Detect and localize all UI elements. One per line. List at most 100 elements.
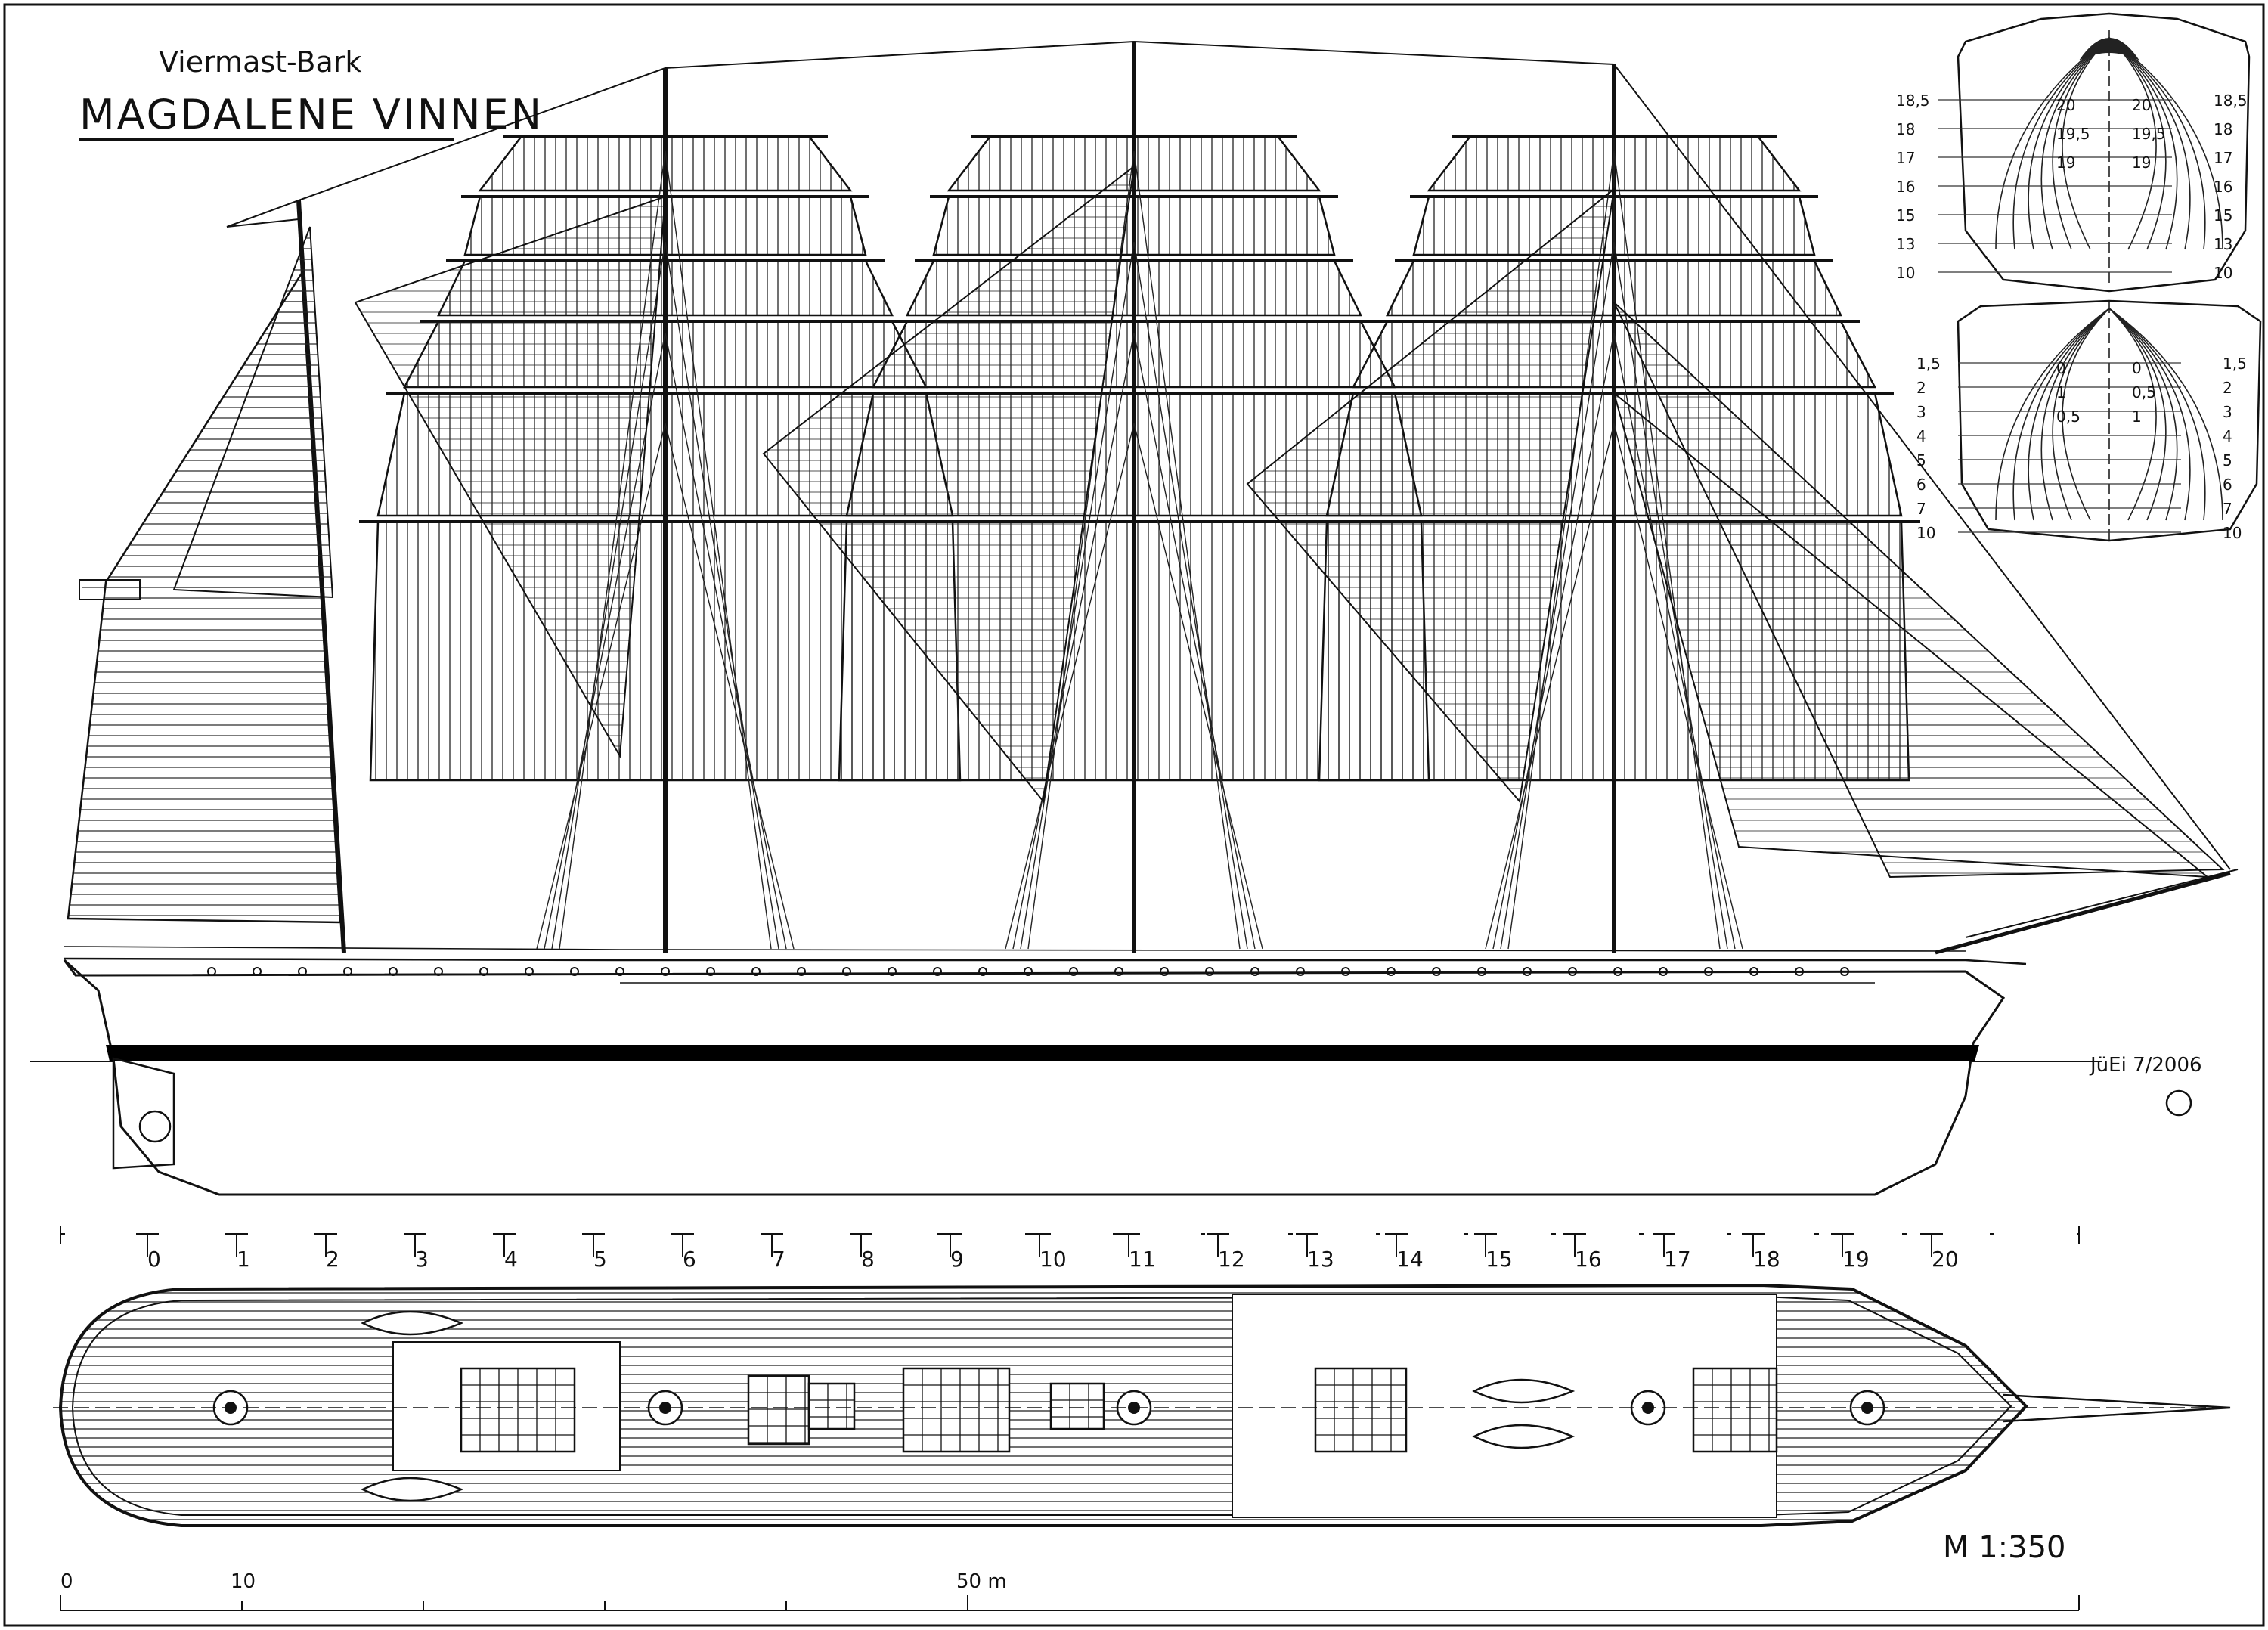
cargo-hatch: [1314, 1367, 1408, 1453]
body-plan-label: 18: [2214, 120, 2232, 138]
body-plan-label: 18,5: [1896, 91, 1930, 110]
frame-station-label: 15: [1486, 1247, 1513, 1272]
cargo-hatch: [747, 1374, 810, 1446]
porthole: [1250, 967, 1259, 976]
frame-station-label: 18: [1753, 1247, 1780, 1272]
drawing-border: [3, 3, 2265, 1627]
body-plan-label: 16: [1896, 178, 1915, 196]
frame-station-label: 3: [415, 1247, 429, 1272]
mast-step: [659, 1402, 671, 1414]
porthole: [1160, 967, 1169, 976]
body-plan-label: 13: [2214, 235, 2232, 253]
porthole: [888, 967, 897, 976]
porthole: [1477, 967, 1486, 976]
staysail: [1246, 187, 1616, 804]
square-sail: [947, 135, 1321, 192]
porthole: [479, 967, 488, 976]
body-plan-label: 6: [2223, 476, 2232, 494]
deck-plan: [53, 1283, 2231, 1527]
scale-note: M 1:350: [1943, 1530, 2066, 1565]
cargo-hatch: [1692, 1367, 1778, 1453]
square-sail: [1386, 259, 1842, 317]
porthole: [1432, 967, 1441, 976]
body-plan-label: 15: [1896, 206, 1915, 225]
lifeboat: [361, 1310, 464, 1336]
body-plan-center-label: 0: [2056, 359, 2066, 377]
body-plan-center-label: 19,5: [2132, 125, 2166, 143]
body-plan-label: 6: [1916, 476, 1926, 494]
cargo-hatch: [807, 1382, 856, 1430]
body-plan-center-label: 19: [2132, 153, 2151, 172]
body-plan-label: 10: [1896, 264, 1915, 282]
porthole: [1205, 967, 1214, 976]
frame-station-label: 6: [683, 1247, 696, 1272]
porthole: [389, 967, 398, 976]
frame-station-label: 17: [1664, 1247, 1691, 1272]
cargo-hatch: [1049, 1382, 1105, 1430]
lifeboat: [361, 1477, 464, 1502]
frame-station-label: 16: [1575, 1247, 1602, 1272]
body-plan-label: 10: [2214, 264, 2232, 282]
scale-bar-start: 0: [60, 1570, 73, 1593]
body-plan-label: 10: [1916, 524, 1935, 542]
lifeboat: [1472, 1378, 1576, 1404]
body-plan-label: 17: [2214, 149, 2232, 167]
body-plan-label: 2: [2223, 379, 2232, 397]
body-plan-label: 4: [1916, 427, 1926, 445]
porthole: [978, 967, 987, 976]
body-plan-label: 4: [2223, 427, 2232, 445]
side-elevation: [30, 41, 2239, 1196]
frame-station-label: 14: [1396, 1247, 1424, 1272]
body-plan-label: 3: [1916, 403, 1926, 421]
cargo-hatch: [902, 1367, 1011, 1453]
porthole: [1114, 967, 1123, 976]
porthole: [1523, 967, 1532, 976]
porthole: [706, 967, 715, 976]
porthole: [615, 967, 624, 976]
porthole: [525, 967, 534, 976]
body-plan-center-label: 0: [2132, 359, 2142, 377]
porthole: [298, 967, 307, 976]
porthole: [1568, 967, 1577, 976]
porthole: [343, 967, 352, 976]
scale-bar-end: 50 m: [956, 1570, 1007, 1593]
body-plan-label: 13: [1896, 235, 1915, 253]
porthole: [1795, 967, 1804, 976]
body-plan-center-label: 20: [2132, 96, 2151, 114]
ship-type-label: Viermast-Bark: [159, 45, 361, 79]
gaff-topsail: [172, 226, 334, 599]
body-plan-label: 18: [1896, 120, 1915, 138]
frame-station-label: 13: [1307, 1247, 1334, 1272]
porthole: [1749, 967, 1758, 976]
porthole: [1024, 967, 1033, 976]
frame-station-label: 4: [504, 1247, 518, 1272]
body-plan-center-label: 1: [2132, 408, 2142, 426]
porthole: [253, 967, 262, 976]
frame-station-label: 19: [1842, 1247, 1870, 1272]
frame-station-label: 1: [237, 1247, 250, 1272]
staysail: [1613, 302, 2225, 879]
body-plan-label: 1,5: [2223, 355, 2247, 373]
porthole: [661, 967, 670, 976]
body-plan-label: 16: [2214, 178, 2232, 196]
porthole: [842, 967, 851, 976]
staysail: [762, 164, 1136, 804]
porthole: [1069, 967, 1078, 976]
body-plan-center-label: 19: [2056, 153, 2075, 172]
porthole: [570, 967, 579, 976]
porthole: [1659, 967, 1668, 976]
frame-station-label: 0: [147, 1247, 161, 1272]
frame-station-label: 12: [1218, 1247, 1245, 1272]
square-sail: [478, 135, 853, 192]
boot-top-band: [106, 1045, 1979, 1061]
body-plan-label: 5: [1916, 451, 1926, 469]
body-plan-label: 7: [1916, 500, 1926, 518]
body-plan-label: 15: [2214, 206, 2232, 225]
frame-station-label: 11: [1129, 1247, 1156, 1272]
body-plan-center-label: 1: [2056, 383, 2066, 401]
body-plan-label: 18,5: [2214, 91, 2248, 110]
porthole: [1840, 967, 1849, 976]
